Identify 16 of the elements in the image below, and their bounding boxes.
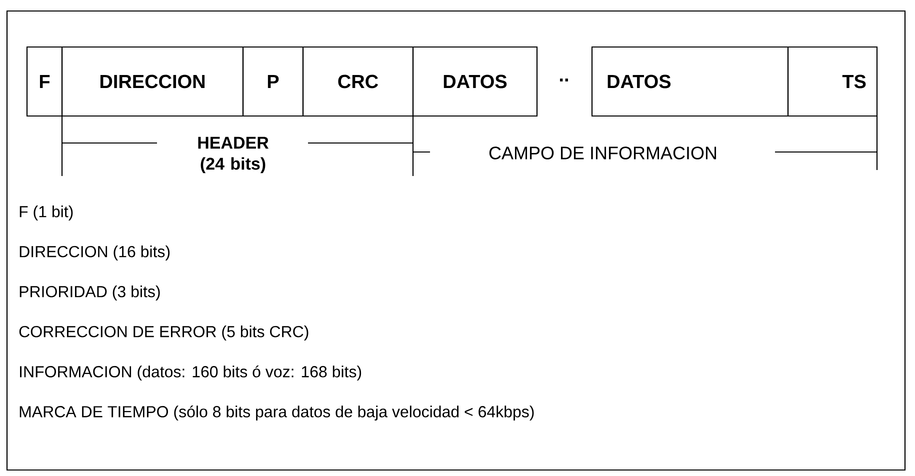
bracket-label: HEADER (24 bits) [198, 136, 269, 174]
field-cell: F [26, 46, 63, 117]
bracket-label: CAMPO DE INFORMACION [489, 146, 716, 160]
field-cell: DATOS [591, 46, 789, 117]
list-item: INFORMACION (datos: 160 bits ó voz: 168 bits) [20, 365, 362, 381]
ellipsis-label: .. [560, 78, 568, 82]
field-cell: TS [787, 46, 878, 117]
field-cell: DATOS [412, 46, 538, 117]
list-item: CORRECCION DE ERROR (5 bits CRC) [19, 326, 308, 340]
field-cell: CRC [302, 46, 414, 117]
list-item: PRIORIDAD (3 bits) [20, 286, 160, 300]
field-cell: P [242, 46, 304, 117]
list-item: MARCA DE TIEMPO (sólo 8 bits para datos de baja velocidad < 64kbps) [20, 405, 534, 421]
list-item: F (1 bit) [20, 206, 73, 220]
list-item: DIRECCION (16 bits) [20, 246, 170, 260]
field-cell: DIRECCION [61, 46, 244, 117]
